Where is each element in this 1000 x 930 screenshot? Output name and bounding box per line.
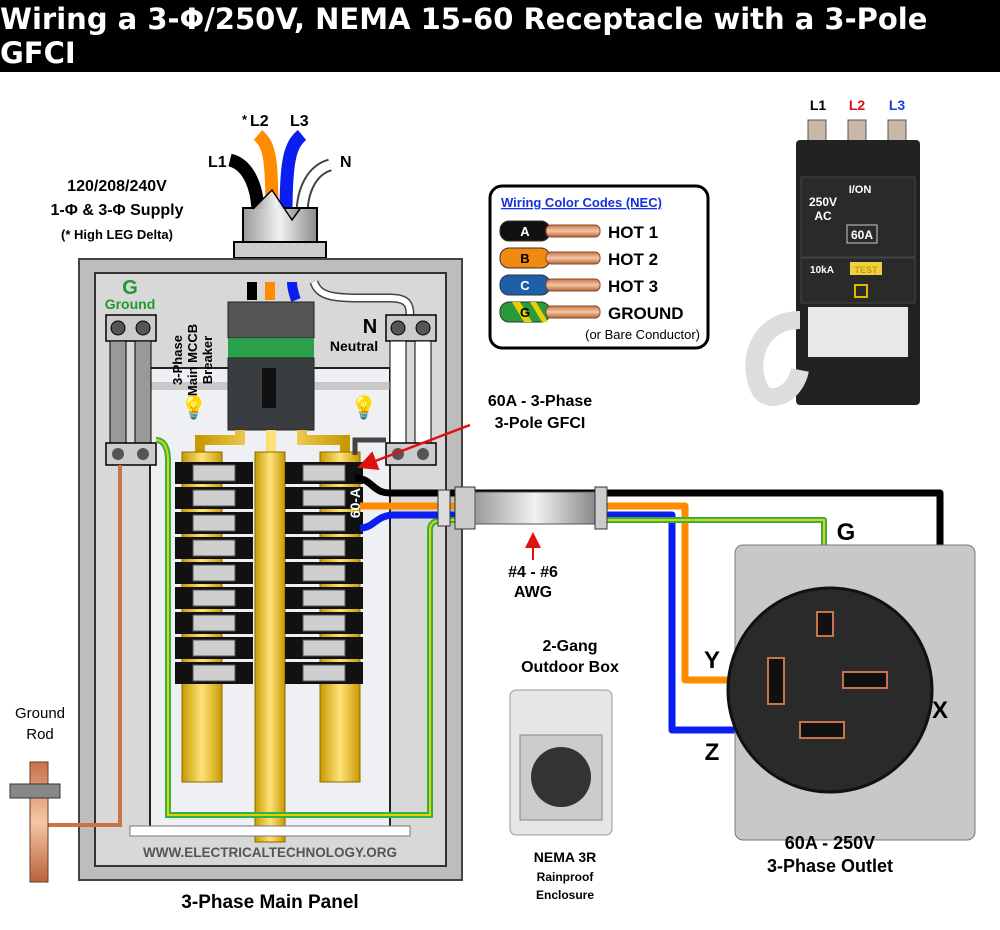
ground-electrode-conductor: [95, 465, 122, 827]
outlet-caption-2: 3-Phase Outlet: [767, 856, 893, 876]
color-code-legend: Wiring Color Codes (NEC) A HOT 1 B HOT 2 C HO…: [488, 184, 710, 350]
box-caption-1: NEMA 3R: [534, 849, 597, 865]
legend-title: Wiring Color Codes (NEC): [501, 195, 662, 210]
gfci-l3: L3: [889, 97, 906, 113]
ground-letter: G: [122, 277, 138, 299]
supply-type: 1-Φ & 3-Φ Supply: [51, 202, 184, 219]
gfci-callout-2: 3-Pole GFCI: [495, 415, 586, 432]
main-mccb-breaker: [227, 301, 315, 431]
legend-letter: A: [520, 224, 530, 239]
box-caption-2: Rainproof: [537, 870, 595, 884]
label-l3: L3: [290, 113, 309, 130]
legend-letter: C: [520, 278, 530, 293]
panel-caption: 3-Phase Main Panel: [181, 892, 358, 913]
neutral-bar: [385, 314, 437, 466]
outdoor-box: [509, 689, 613, 836]
gfci-test-button: TEST: [854, 265, 878, 275]
label-n: N: [340, 154, 352, 171]
gfci-l1: L1: [810, 97, 827, 113]
legend-letter: G: [520, 305, 530, 320]
gfci-rating-label: 60-A: [347, 488, 363, 518]
mccb-label-2: Main MCCB: [185, 324, 200, 396]
terminal-z: Z: [705, 739, 720, 766]
gfci-breaker: [745, 119, 920, 406]
legend-note: (or Bare Conductor): [585, 327, 700, 342]
gfci-voltage: 250V: [809, 195, 837, 209]
legend-label: HOT 2: [608, 250, 658, 269]
gfci-on: I/ON: [849, 184, 872, 196]
bus-connectors: [195, 430, 350, 455]
wire-size-2: AWG: [514, 584, 552, 601]
terminal-g: G: [837, 519, 856, 546]
feeder-conduit: [437, 486, 608, 530]
box-caption-3: Enclosure: [536, 888, 594, 902]
label-l1: L1: [208, 154, 227, 171]
lamp-icon: 💡: [180, 395, 207, 420]
ground-rod-label-2: Rod: [26, 726, 54, 743]
ground-label: Ground: [105, 296, 156, 312]
box-label-1: 2-Gang: [542, 638, 597, 655]
terminal-x: X: [932, 697, 948, 724]
legend-item: A HOT 1: [499, 220, 658, 242]
gfci-ac: AC: [814, 209, 832, 223]
ground-rod: [9, 761, 61, 883]
wire-size-1: #4 - #6: [508, 564, 558, 581]
gfci-ka: 10kA: [810, 265, 834, 276]
supply-voltage: 120/208/240V: [67, 178, 167, 195]
lamp-icon: 💡: [350, 395, 377, 420]
box-label-2: Outdoor Box: [521, 659, 619, 676]
legend-label: HOT 3: [608, 277, 658, 296]
neutral-label: Neutral: [330, 338, 378, 354]
gfci-l2: L2: [849, 97, 866, 113]
label-l2-mark: *: [242, 112, 248, 127]
legend-item: B HOT 2: [499, 247, 658, 269]
ground-bar: [105, 314, 157, 466]
ground-rod-label-1: Ground: [15, 705, 65, 722]
gfci-callout-arrow: [357, 423, 471, 471]
mccb-label-3: Breaker: [200, 336, 215, 384]
branch-breakers: [175, 462, 363, 684]
gfci-amps: 60A: [851, 228, 873, 242]
label-l2: L2: [250, 113, 269, 130]
nema-15-60-receptacle: [726, 544, 976, 841]
supply-note: (* High LEG Delta): [61, 227, 173, 242]
website: WWW.ELECTRICALTECHNOLOGY.ORG: [143, 845, 397, 860]
terminal-y: Y: [704, 647, 720, 674]
legend-label: GROUND: [608, 304, 684, 323]
legend-item: G GROUND: [499, 301, 684, 323]
mccb-label-1: 3-Phase: [170, 335, 185, 385]
neutral-letter: N: [363, 316, 377, 338]
legend-label: HOT 1: [608, 223, 658, 242]
page-title: Wiring a 3-Φ/250V, NEMA 15-60 Receptacle…: [0, 0, 1000, 72]
legend-item: C HOT 3: [499, 274, 658, 296]
outlet-caption-1: 60A - 250V: [785, 833, 875, 853]
legend-letter: B: [520, 251, 529, 266]
gfci-callout-1: 60A - 3-Phase: [488, 393, 592, 410]
